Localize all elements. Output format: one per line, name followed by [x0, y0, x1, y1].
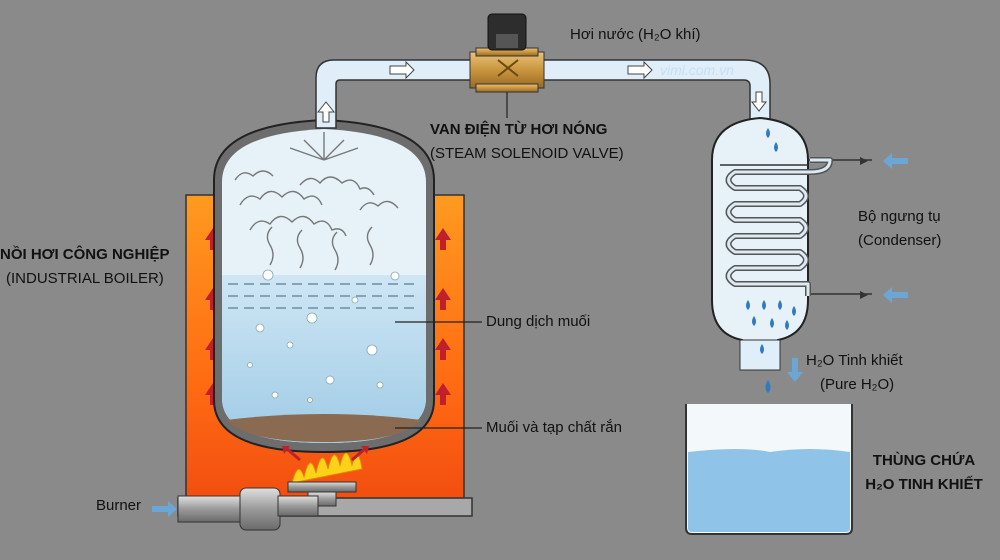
tank-title-line1: THÙNG CHỨA — [872, 452, 976, 469]
boiler-vessel — [213, 118, 435, 454]
solenoid-valve — [469, 13, 545, 118]
salt-label: Muối và tạp chất rắn — [486, 419, 622, 436]
valve-title: VAN ĐIỆN TỪ HƠI NÓNG — [430, 121, 608, 138]
pure-water-subtitle: (Pure H₂O) — [820, 376, 895, 393]
boiler-title: NỒI HƠI CÔNG NGHIỆP — [0, 246, 170, 263]
burner-label: Burner — [96, 497, 142, 514]
burner-flame — [152, 446, 369, 531]
boiler-subtitle: (INDUSTRIAL BOILER) — [6, 270, 164, 287]
watermark: vimi.com.vn — [660, 62, 734, 78]
steam-pipe — [315, 59, 771, 129]
leader-lines — [395, 321, 482, 429]
condenser-subtitle: (Condenser) — [858, 232, 942, 249]
pure-water-title: H₂O Tinh khiết — [806, 352, 903, 369]
condenser-title: Bộ ngưng tụ — [858, 208, 941, 225]
pure-water-tank — [685, 404, 853, 535]
tank-title-line2: H₂O TINH KHIẾT — [865, 476, 983, 493]
brine-label: Dung dịch muối — [486, 313, 591, 330]
steam-label: Hơi nước (H₂O khí) — [570, 26, 701, 43]
valve-subtitle: (STEAM SOLENOID VALVE) — [430, 145, 624, 162]
